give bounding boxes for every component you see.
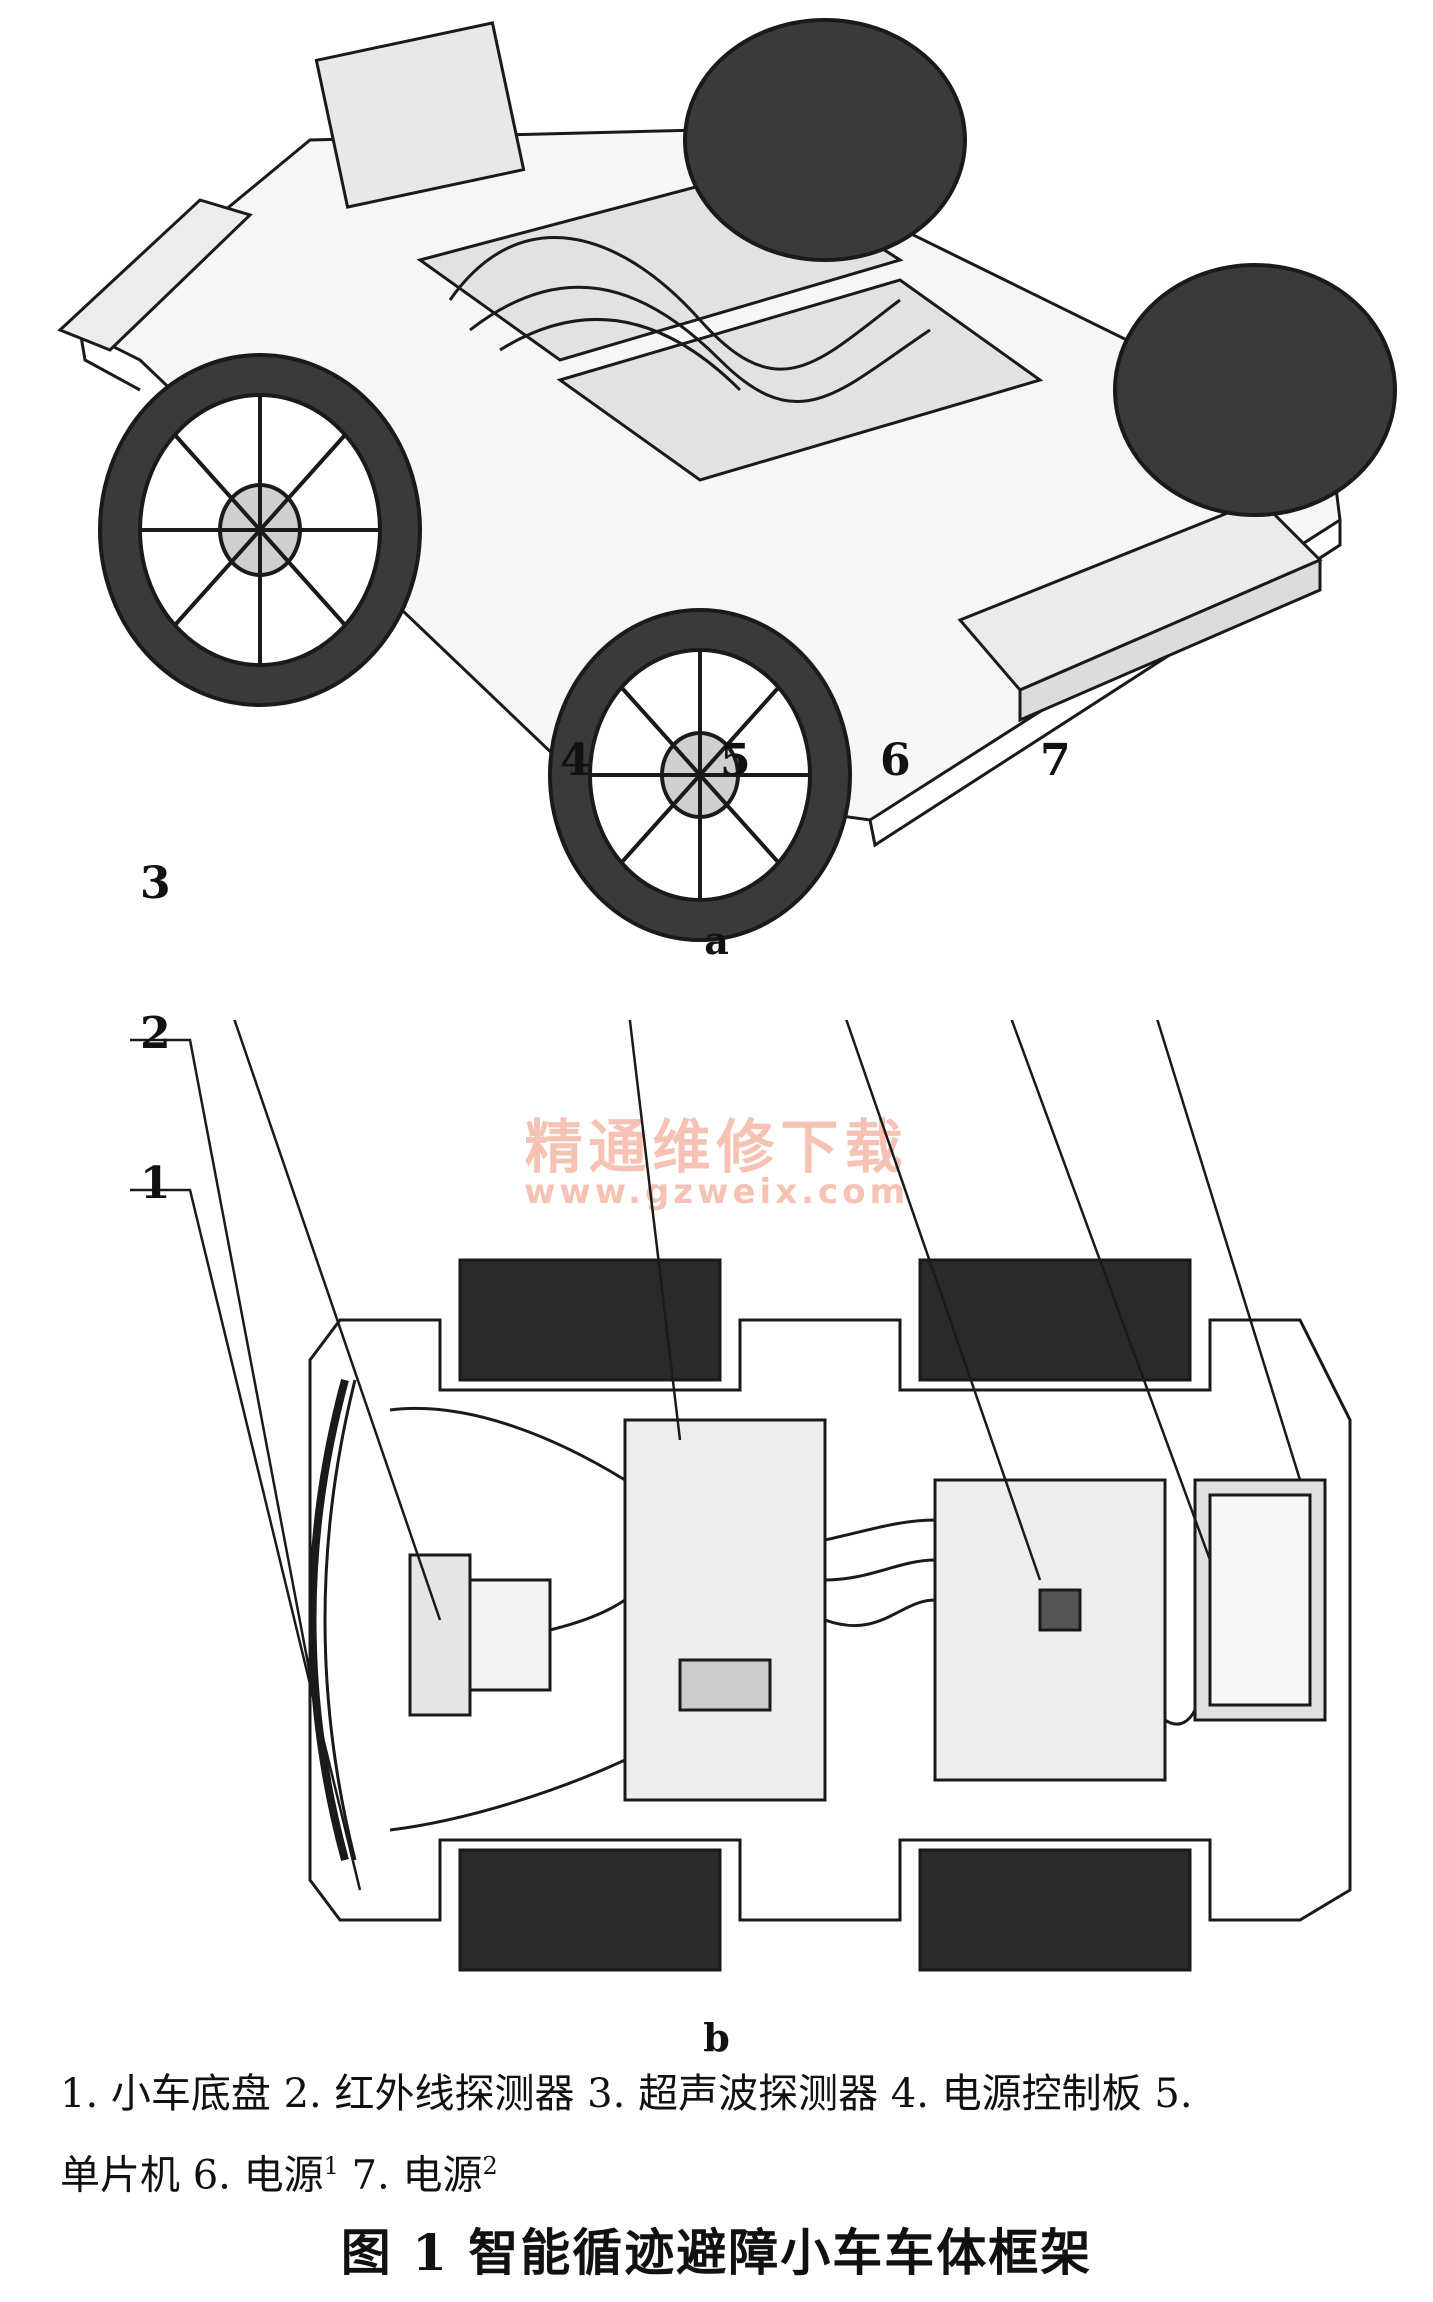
infrared-sensor-array	[308, 1378, 349, 1862]
wheel-rear-left	[548, 608, 852, 942]
callout-6: 6	[880, 735, 911, 786]
callout-5: 5	[720, 735, 751, 786]
callout-7: 7	[1040, 735, 1071, 786]
wheel-top-right	[918, 1258, 1192, 1382]
front-bumper	[57, 198, 253, 352]
car-isometric-drawing	[57, 18, 1397, 942]
watermark-text: 精通维修下载	[524, 1113, 909, 1181]
car-top-view-drawing	[130, 768, 1352, 1972]
legend-line-2: 单片机 6. 电源1 7. 电源2	[60, 2130, 1390, 2211]
callout-1: 1	[140, 1158, 171, 1209]
leader-line-1	[130, 1188, 362, 1891]
wheel-front-left	[98, 353, 422, 707]
wheel-bottom-left	[458, 1848, 722, 1972]
legend-line-1: 1. 小车底盘 2. 红外线探测器 3. 超声波探测器 4. 电源控制板 5.	[60, 2071, 1193, 2117]
callout-2: 2	[140, 1008, 171, 1059]
figure-title: 图 1 智能循迹避障小车车体框架	[340, 2223, 1093, 2282]
wheel-bottom-right	[918, 1848, 1192, 1972]
callout-4: 4	[560, 735, 591, 786]
figure-panel-a: a	[0, 0, 1433, 1000]
legend-superscript-1: 1	[323, 2152, 339, 2180]
figure-panel-b: b	[0, 768, 1433, 2060]
panel-b-label: b	[703, 2015, 730, 2060]
legend-line-2-prefix: 单片机 6. 电源	[60, 2152, 324, 2199]
leader-line-2	[130, 1038, 332, 1781]
ultrasonic-mast	[314, 21, 526, 209]
control-board-b	[556, 278, 1044, 482]
wheel-rear-right	[1113, 263, 1397, 517]
legend-line-2-mid: 7. 电源	[338, 2152, 483, 2199]
callout-3: 3	[140, 858, 171, 909]
ultrasonic-sensor	[408, 1553, 472, 1717]
panel-a-label: a	[704, 918, 729, 963]
legend-superscript-2: 2	[482, 2152, 498, 2180]
power-control-board	[623, 1418, 827, 1802]
wheel-front-right	[683, 18, 967, 262]
wheel-top-left	[458, 1258, 722, 1382]
watermark-url: www.gzweix.com	[523, 1172, 909, 1212]
